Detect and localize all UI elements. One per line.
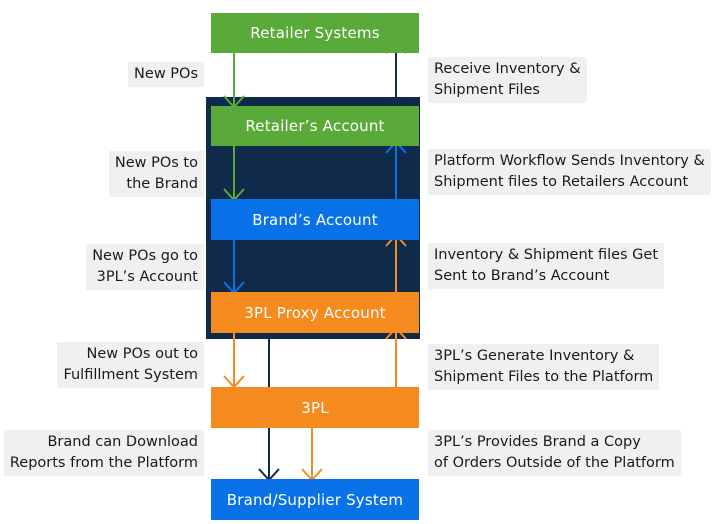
arrow-files-to-brand (385, 233, 407, 292)
label-text: Inventory & Shipment files Get Sent to B… (434, 247, 659, 284)
label-new-pos: New POs (128, 62, 204, 87)
arrow-workflow-sends-files (385, 140, 407, 199)
label-text: New POs go to 3PL’s Account (92, 248, 198, 285)
label-text: 3PL’s Generate Inventory & Shipment File… (434, 348, 654, 385)
arrow-3pl-generate-files (385, 326, 407, 387)
label-workflow-sends-files: Platform Workflow Sends Inventory & Ship… (428, 149, 711, 195)
label-text: 3PL’s Provides Brand a Copy of Orders Ou… (434, 434, 675, 471)
label-receive-inventory: Receive Inventory & Shipment Files (428, 57, 587, 103)
label-files-to-brand: Inventory & Shipment files Get Sent to B… (428, 243, 665, 289)
arrow-new-pos (223, 53, 245, 109)
brands-account-node: Brand’s Account (211, 199, 419, 240)
retailers-account-node: Retailer’s Account (211, 106, 419, 146)
label-text: Platform Workflow Sends Inventory & Ship… (434, 153, 705, 190)
label-text: New POs to the Brand (114, 155, 198, 192)
label-3pl-orders-copy: 3PL’s Provides Brand a Copy of Orders Ou… (428, 430, 681, 476)
label-3pl-generate-files: 3PL’s Generate Inventory & Shipment File… (428, 344, 660, 390)
arrow-3pl-orders-copy (301, 428, 323, 482)
brand-supplier-system-node: Brand/Supplier System (211, 479, 419, 520)
arrow-new-pos-to-brand (223, 146, 245, 202)
label-text: New POs (134, 66, 198, 82)
label-text: New POs out to Fulfillment System (63, 346, 198, 383)
label-brand-download-reports: Brand can Download Reports from the Plat… (3, 430, 204, 476)
label-new-pos-to-brand: New POs to the Brand (108, 151, 204, 197)
label-text: Receive Inventory & Shipment Files (434, 61, 581, 98)
arrow-new-pos-to-fulfillment (223, 333, 245, 389)
retailer-systems-node: Retailer Systems (211, 13, 419, 53)
label-new-pos-to-fulfillment: New POs out to Fulfillment System (57, 342, 204, 388)
3pl-proxy-account-node: 3PL Proxy Account (211, 292, 419, 333)
label-text: Brand can Download Reports from the Plat… (9, 434, 198, 471)
label-new-pos-to-3pl: New POs go to 3PL’s Account (86, 244, 204, 290)
3pl-node: 3PL (211, 387, 419, 428)
arrow-new-pos-to-3pl-account (223, 240, 245, 295)
